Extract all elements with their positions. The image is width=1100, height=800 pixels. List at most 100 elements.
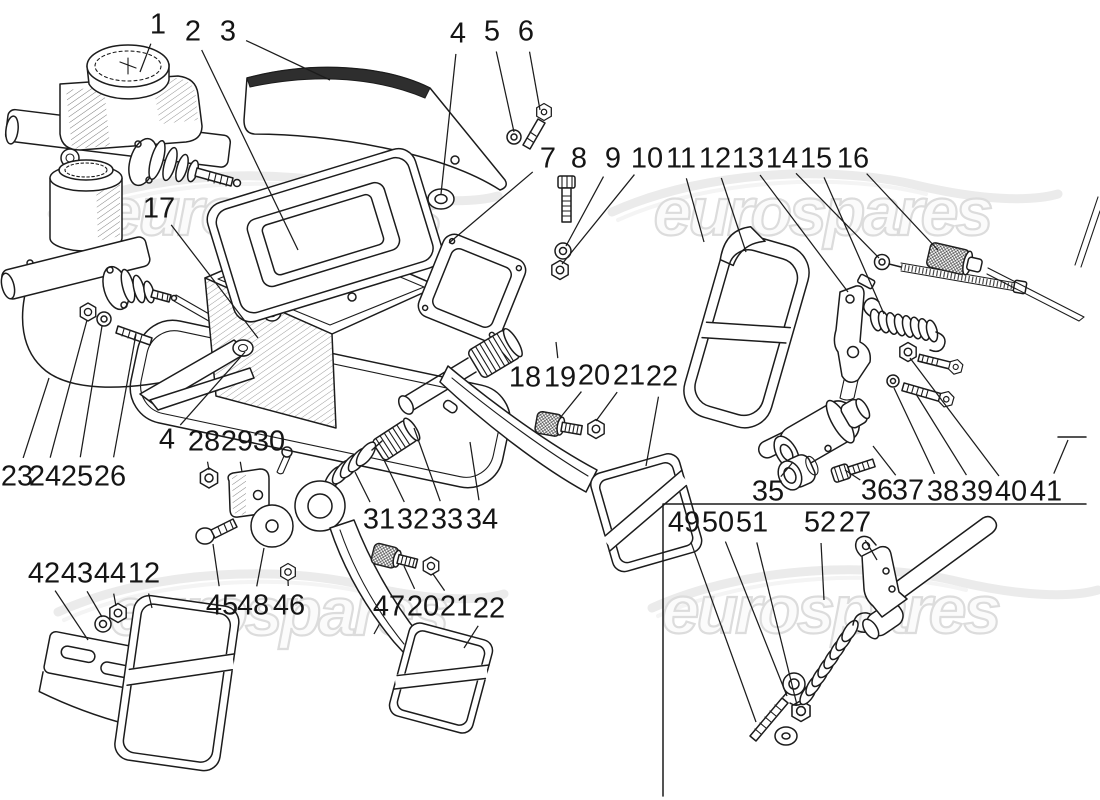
bolt-8 — [557, 175, 576, 223]
part-number-29: 29 — [220, 425, 254, 458]
part-number-30: 30 — [252, 425, 286, 458]
leader-line-22 — [463, 625, 479, 649]
part-number-11: 11 — [665, 142, 697, 175]
part-number-46: 46 — [272, 589, 306, 622]
eyelet-50 — [782, 672, 806, 696]
part-number-21: 21 — [439, 590, 473, 623]
leader-line-41 — [1053, 439, 1069, 474]
throttle-lever-27 — [854, 515, 998, 640]
watermark-text: eurospares — [661, 571, 1003, 649]
part-number-3: 3 — [219, 15, 237, 48]
leader-line-10 — [561, 174, 635, 265]
leader-line-27 — [864, 539, 878, 561]
leader-line-15 — [823, 177, 885, 315]
part-number-22: 22 — [645, 360, 679, 393]
leader-line-1 — [139, 43, 152, 73]
operating-lever — [139, 339, 255, 411]
disc-washer-48 — [250, 504, 294, 548]
part-number-10: 10 — [630, 142, 664, 175]
part-number-38: 38 — [926, 475, 960, 508]
leader-line-24 — [49, 319, 88, 458]
leader-line-44 — [113, 593, 117, 607]
part-number-51: 51 — [735, 506, 769, 539]
part-number-41: 41 — [1029, 475, 1063, 508]
part-number-26: 26 — [93, 460, 127, 493]
part-number-28: 28 — [187, 425, 221, 458]
leader-line-34 — [469, 441, 480, 501]
throttle-cable — [873, 253, 1028, 295]
leader-line-20 — [403, 565, 416, 590]
stud-26 — [115, 325, 153, 346]
part-number-7: 7 — [539, 142, 557, 175]
part-number-23: 23 — [0, 460, 34, 493]
leader-line-37 — [872, 445, 897, 476]
pedal-shaft — [397, 327, 523, 415]
part-number-20: 20 — [577, 359, 611, 392]
part-number-4: 4 — [449, 17, 467, 50]
cable-adjuster — [926, 242, 983, 276]
part-number-44: 44 — [93, 557, 127, 590]
part-number-4: 4 — [158, 423, 176, 456]
leader-line-52 — [820, 542, 825, 601]
nut-24 — [79, 302, 97, 322]
part-number-25: 25 — [60, 460, 94, 493]
part-number-31: 31 — [362, 503, 396, 536]
throttle-return-spring — [863, 297, 946, 353]
leader-line-48 — [256, 547, 265, 587]
brake-pedal — [439, 365, 703, 573]
throttle-bell-crank — [833, 273, 876, 401]
leader-line-28 — [206, 461, 210, 471]
leader-line-12 — [720, 177, 747, 253]
part-number-2: 2 — [184, 15, 202, 48]
part-number-37: 37 — [891, 474, 925, 507]
part-number-9: 9 — [604, 142, 622, 175]
part-number-14: 14 — [765, 142, 799, 175]
watermark-text: eurospares — [653, 173, 995, 251]
bolt-41 — [917, 353, 964, 375]
cover-gasket-frame — [417, 233, 527, 343]
leader-line-2 — [201, 49, 299, 251]
part-number-12: 12 — [127, 557, 161, 590]
leader-line-9 — [565, 176, 605, 247]
leader-line-25 — [79, 325, 103, 458]
clutch-pedal — [329, 519, 494, 734]
part-number-50: 50 — [701, 506, 735, 539]
nut-44 — [109, 602, 127, 624]
part-number-21: 21 — [612, 359, 646, 392]
leader-line-13 — [759, 174, 849, 293]
leader-line-4 — [179, 351, 246, 426]
leader-line-20 — [559, 391, 582, 419]
part-number-16: 16 — [836, 142, 870, 175]
part-number-13: 13 — [731, 142, 765, 175]
leader-line-29 — [239, 461, 243, 473]
leader-line-40 — [909, 357, 1000, 477]
part-number-5: 5 — [483, 15, 501, 48]
stop-screw-lower — [370, 542, 440, 576]
leader-line-47 — [373, 624, 380, 635]
inset-box-border — [662, 503, 1087, 797]
part-number-45: 45 — [205, 589, 239, 622]
accelerator-rod — [986, 196, 1100, 322]
leader-line-3 — [245, 39, 331, 81]
part-number-39: 39 — [960, 475, 994, 508]
part-number-24: 24 — [28, 460, 62, 493]
leader-line-22 — [645, 396, 660, 467]
leader-line-14 — [795, 172, 880, 259]
leader-line-49 — [690, 541, 757, 723]
bolt-45 — [195, 518, 238, 545]
part-number-34: 34 — [465, 503, 499, 536]
part-number-43: 43 — [60, 557, 94, 590]
part-number-27: 27 — [838, 506, 872, 539]
nut-40 — [899, 341, 917, 363]
leader-line-6 — [528, 51, 541, 111]
part-number-48: 48 — [236, 589, 270, 622]
leader-line-16 — [866, 173, 939, 251]
leader-line-18 — [501, 351, 513, 364]
washer-43 — [94, 615, 112, 633]
leader-line-43 — [86, 590, 103, 618]
leader-line-21 — [432, 573, 446, 591]
pedal-box-lid-gasket — [206, 147, 443, 323]
cotter-pin-30 — [276, 446, 293, 475]
